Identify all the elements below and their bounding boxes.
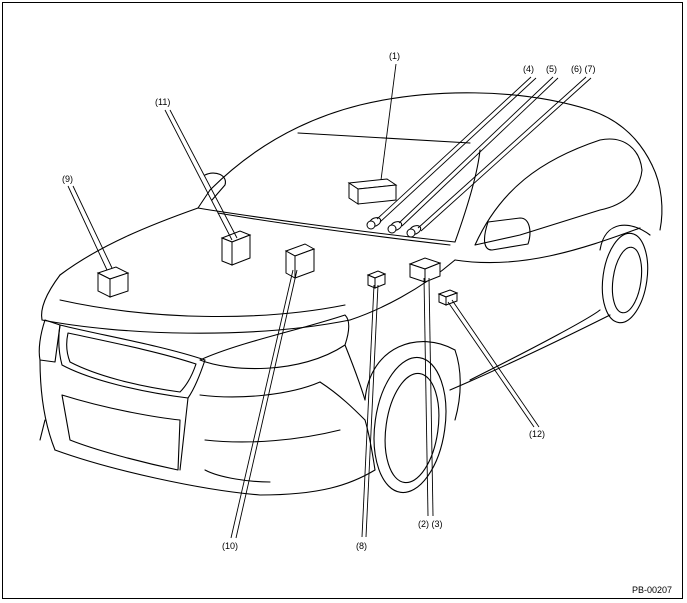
- car-outline: [38, 92, 663, 496]
- callout-11: (11): [155, 97, 170, 107]
- component-1-box: [347, 178, 398, 205]
- callout-9: (9): [62, 174, 73, 184]
- callout-8: (8): [356, 541, 367, 551]
- callout-4: (4): [523, 64, 534, 74]
- component-2-3-box: [408, 257, 442, 283]
- component-5-sensor: [387, 221, 403, 234]
- component-12-box: [437, 289, 459, 306]
- callout-2-3: (2) (3): [418, 519, 443, 529]
- callout-12: (12): [529, 429, 545, 439]
- component-9-box: [96, 266, 130, 298]
- component-4-sensor: [366, 217, 382, 230]
- component-10-box: [284, 243, 316, 279]
- callout-5: (5): [546, 64, 557, 74]
- callout-6-7: (6) (7): [571, 64, 596, 74]
- leader-lines: [67, 63, 592, 539]
- callout-10: (10): [222, 541, 238, 551]
- callout-1: (1): [389, 51, 400, 61]
- component-8-box: [366, 270, 387, 289]
- figure-reference-code: PB-00207: [632, 585, 672, 595]
